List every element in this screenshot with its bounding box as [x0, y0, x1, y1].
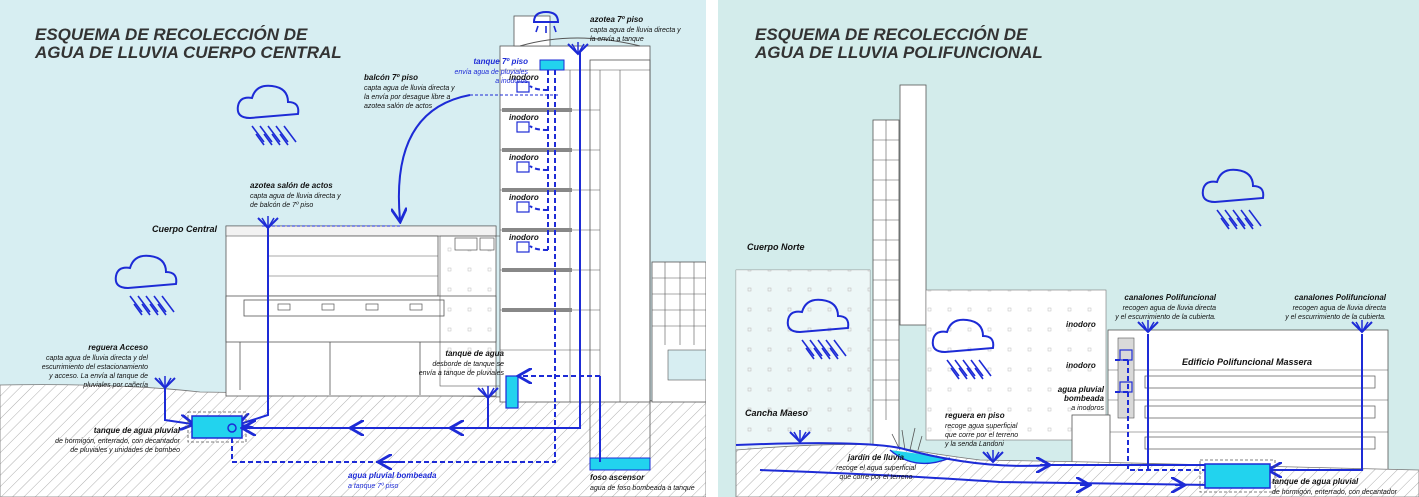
- label-tanque-pluvial-title: tanque de agua pluvial: [94, 426, 181, 435]
- building-label-cuerpo-central: Cuerpo Central: [152, 224, 218, 234]
- label-azotea7-title: azotea 7º piso: [590, 15, 643, 24]
- pluvial-tank: [191, 415, 243, 439]
- label-bombeada-title: agua pluvial bombeada: [348, 471, 437, 480]
- label-tanque7-desc1: envía agua de pluviales: [454, 69, 528, 76]
- neighbour-building: [651, 261, 707, 403]
- label-salon-title: azotea salón de actos: [250, 181, 333, 190]
- left-title-line2: AGUA DE LLUVIA CUERPO CENTRAL: [34, 43, 342, 62]
- label-tanque-agua-desc2: envía a tanque de pluviales: [419, 370, 505, 377]
- right-panel: ESQUEMA DE RECOLECCIÓN DE AGUA DE LLUVIA…: [718, 0, 1419, 497]
- label-tanque-pluvial-desc2: de pluviales y unidades de bombeo: [70, 447, 180, 454]
- label-canalones-desc1: recogen agua de lluvia directa: [1123, 305, 1217, 312]
- water-tank: [505, 375, 519, 409]
- label-jardin-desc2: que corre por el terreno: [839, 474, 912, 481]
- panel-divider: [706, 0, 718, 497]
- label-reguera-piso-title: reguera en piso: [945, 411, 1005, 420]
- label-agua-pluvial-bombeada: agua pluvial: [1058, 385, 1105, 394]
- label-azotea7-desc1: capta agua de lluvia directa y: [590, 27, 681, 34]
- neighbour-grid: [652, 262, 706, 345]
- pluvial-tank-polifuncional: [1204, 463, 1271, 489]
- shower-icon: [532, 10, 560, 33]
- label-reguera-piso-desc2: que corre por el terreno: [945, 432, 1018, 439]
- label-tanque-pluvial-poli-desc: de hormigón, enterrado, con decantador: [1272, 489, 1398, 496]
- label-tanque-agua-desc1: desborde de tanque se: [432, 361, 504, 368]
- label-canalones-desc2: y el escurrimiento de la cubierta.: [1114, 314, 1216, 321]
- label-canalones-desc1: recogen agua de lluvia directa: [1293, 305, 1387, 312]
- right-title-line1: ESQUEMA DE RECOLECCIÓN DE: [755, 25, 1028, 44]
- tower-building: [499, 45, 651, 403]
- label-reguera-desc1: capta agua de lluvia directa y del: [46, 355, 148, 362]
- label-inodoro: inodoro: [509, 193, 539, 202]
- label-salon-desc2: de balcón de 7º piso: [250, 202, 313, 209]
- label-foso-title: foso ascensor: [590, 473, 645, 482]
- right-title-line2: AGUA DE LLUVIA POLIFUNCIONAL: [754, 43, 1043, 62]
- label-canalones-title: canalones Polifuncional: [1124, 293, 1216, 302]
- label-agua-pluvial-bombeada-3: a inodoros: [1071, 405, 1104, 412]
- label-balcon-title: balcón 7º piso: [364, 73, 418, 82]
- label-balcon-desc1: capta agua de lluvia directa y: [364, 85, 455, 92]
- label-jardin-title: jardín de lluvia: [847, 453, 905, 462]
- label-azotea7-desc2: la envía a tanque: [590, 36, 644, 43]
- label-reguera-piso-desc3: y la senda Landoni: [944, 441, 1004, 448]
- tank-7th-floor: [539, 59, 565, 71]
- label-tanque7-title: tanque 7º piso: [474, 57, 529, 66]
- label-inodoro: inodoro: [509, 233, 539, 242]
- elevator-pit: [589, 457, 651, 471]
- label-tanque-pluvial-poli-title: tanque de agua pluvial: [1272, 477, 1359, 486]
- left-title-line1: ESQUEMA DE RECOLECCIÓN DE: [35, 25, 308, 44]
- label-jardin-desc1: recoge el agua superficial: [836, 465, 916, 472]
- collection-pipe: [735, 442, 1205, 467]
- label-inodoro: inodoro: [1066, 320, 1096, 329]
- overflow-arrow: [399, 94, 471, 220]
- label-inodoro: inodoro: [509, 113, 539, 122]
- label-agua-pluvial-bombeada-2: bombeada: [1064, 394, 1105, 403]
- left-panel: ESQUEMA DE RECOLECCIÓN DE AGUA DE LLUVIA…: [0, 0, 707, 497]
- label-reguera-desc2: escurrimiento del estacionamiento: [42, 364, 148, 371]
- label-reguera-title: reguera Acceso: [88, 343, 148, 352]
- label-edificio-polifuncional: Edificio Polifuncional Massera: [1182, 357, 1312, 367]
- label-reguera-desc3: y acceso. La envía al tanque de: [48, 373, 148, 380]
- label-balcon-desc2: la envía por desague libre a: [364, 94, 450, 101]
- label-balcon-desc3: azotea salón de actos: [364, 103, 433, 110]
- label-tanque-agua-title: tanque de agua: [445, 349, 504, 358]
- label-reguera-desc4: pluviales por cañería: [82, 382, 148, 389]
- label-inodoro: inodoro: [1066, 361, 1096, 370]
- rain-garden: [889, 449, 951, 465]
- label-tanque7-desc2: a inodoros: [495, 78, 528, 85]
- polifuncional-windows: [1144, 375, 1376, 450]
- building-label-cuerpo-norte: Cuerpo Norte: [747, 242, 805, 252]
- label-canalones-title: canalones Polifuncional: [1294, 293, 1386, 302]
- label-tanque-pluvial-desc1: de hormigón, enterrado, con decantador: [55, 438, 181, 445]
- label-cancha: Cancha Maeso: [745, 408, 809, 418]
- toilet-icons: [1119, 349, 1133, 393]
- label-foso-desc: agua de foso bombeada a tanque: [590, 485, 695, 492]
- label-reguera-piso-desc1: recoge agua superficial: [945, 423, 1018, 430]
- label-inodoro: inodoro: [509, 153, 539, 162]
- toilet-icons: [516, 81, 530, 253]
- label-salon-desc1: capta agua de lluvia directa y: [250, 193, 341, 200]
- label-canalones-desc2: y el escurrimiento de la cubierta.: [1284, 314, 1386, 321]
- label-inodoro: inodoro: [509, 73, 539, 82]
- label-bombeada-desc: a tanque 7º piso: [348, 483, 399, 490]
